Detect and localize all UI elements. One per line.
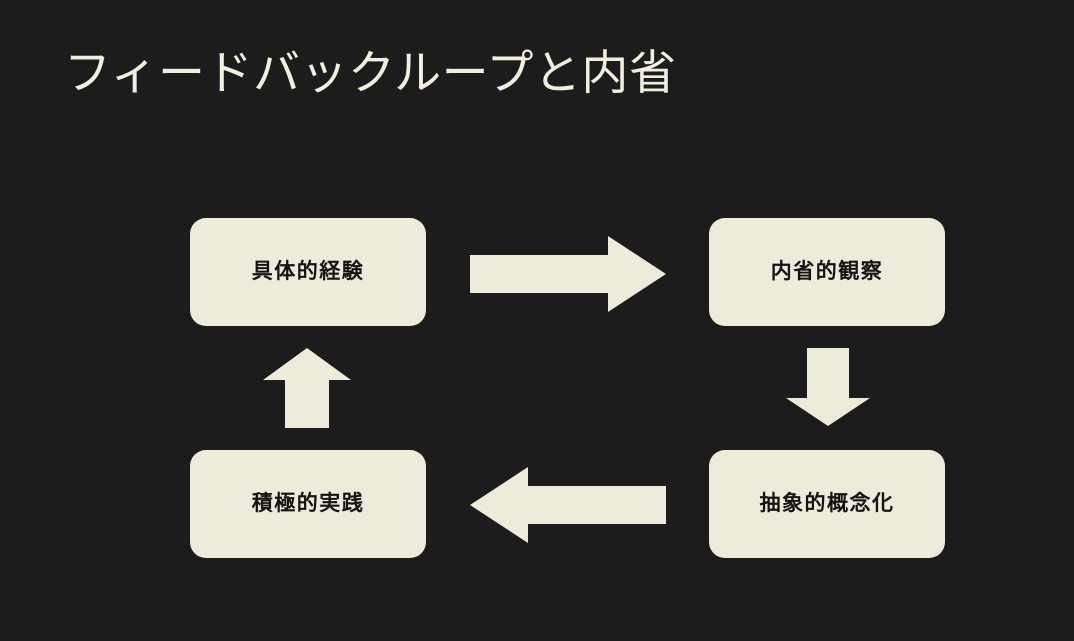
page-title: フィードバックループと内省 xyxy=(64,46,677,99)
node-label: 具体的経験 xyxy=(251,260,365,284)
node-concrete-experience[interactable]: 具体的経験 xyxy=(190,218,426,326)
arrow-up-icon xyxy=(263,348,351,428)
node-label: 抽象的概念化 xyxy=(759,492,895,516)
node-abstract-conceptualization[interactable]: 抽象的概念化 xyxy=(709,450,945,558)
node-label: 内省的観察 xyxy=(770,260,884,284)
arrow-down-icon xyxy=(786,348,870,426)
arrow-left-icon xyxy=(470,467,666,543)
node-active-practice[interactable]: 積極的実践 xyxy=(190,450,426,558)
node-label: 積極的実践 xyxy=(251,492,365,516)
arrow-right-icon xyxy=(470,236,666,312)
node-reflective-observation[interactable]: 内省的観察 xyxy=(709,218,945,326)
